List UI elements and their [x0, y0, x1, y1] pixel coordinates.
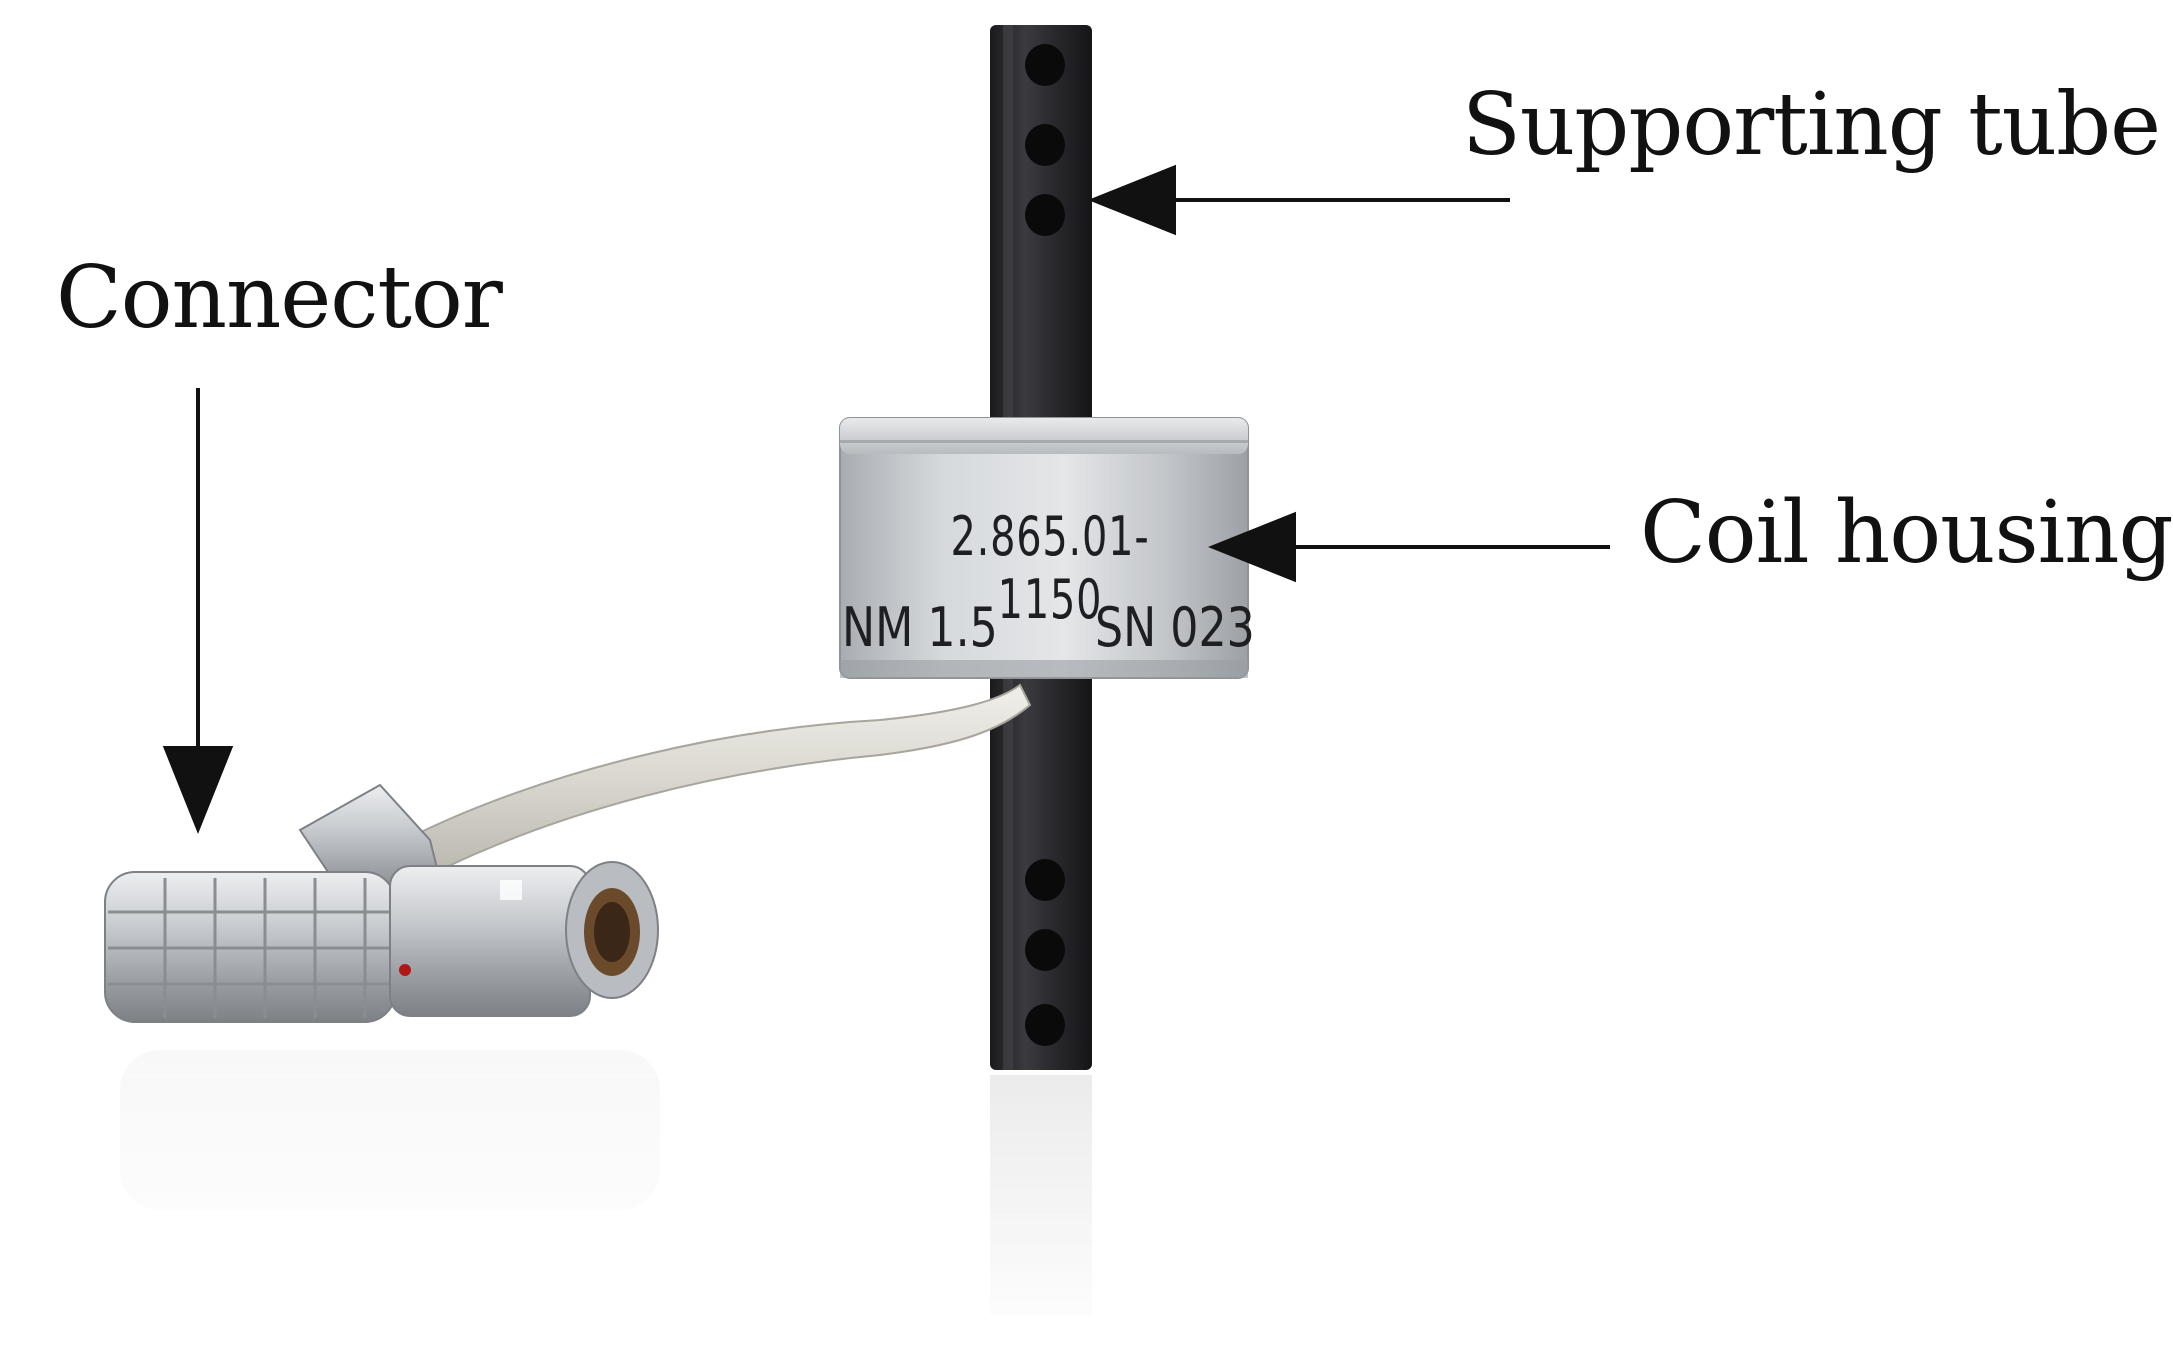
cable	[393, 683, 1032, 877]
label-coil-housing: Coil housing	[1640, 483, 2173, 583]
coil-housing	[839, 417, 1249, 679]
engraving-nominal: NM 1.5	[842, 596, 998, 659]
label-supporting-tube: Supporting tube	[1462, 75, 2161, 175]
knurl-grooves	[108, 878, 392, 1018]
engraving-part-number: 2.865.01-1150	[950, 505, 1150, 631]
annotation-arrows	[162, 164, 1610, 834]
floor-reflection	[0, 1040, 2151, 1352]
label-connector: Connector	[56, 248, 503, 348]
connector	[104, 783, 659, 1023]
red-dot-marker	[399, 964, 411, 976]
tube-holes	[1025, 44, 1065, 1046]
engraving-serial: SN 023	[1095, 596, 1255, 659]
